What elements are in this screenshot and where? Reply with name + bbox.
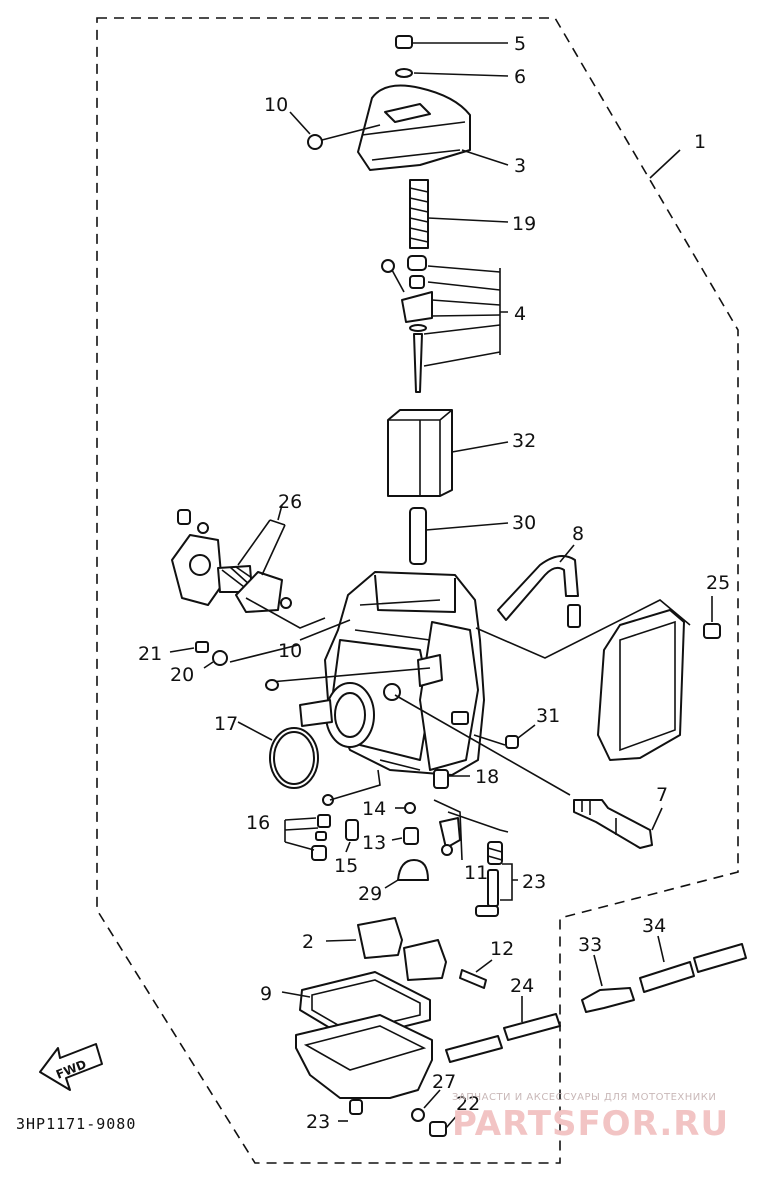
label-18: 18 [475,766,499,788]
label-19: 19 [512,213,536,235]
label-34: 34 [642,915,666,937]
label-22: 22 [456,1093,480,1115]
washer-10-mid [265,679,279,691]
needle-jet-30 [409,507,509,565]
label-26: 26 [278,491,302,513]
vent-pipe-8 [497,544,581,628]
jet-14 [395,802,416,814]
drawing-code: 3HP1171-9080 [16,1115,137,1133]
valve-11 [433,799,509,861]
jet-18 [433,769,470,789]
watermark-tagline: ЗАПЧАСТИ И АКСЕССУАРЫ ДЛЯ МОТОТЕХНИКИ [452,1092,717,1103]
label-17: 17 [214,713,238,735]
jet-13 [391,827,419,845]
screw-22 [429,1111,461,1137]
label-27: 27 [432,1071,456,1093]
label-25: 25 [706,572,730,594]
plug-10-top [289,111,381,150]
label-24: 24 [510,975,534,997]
jet-15 [345,819,359,853]
label-10-mid: 10 [278,640,302,662]
label-5: 5 [514,33,526,55]
label-4: 4 [514,303,526,325]
cover-assy [597,596,721,761]
label-30: 30 [512,512,536,534]
label-23-bottom: 23 [306,1111,330,1133]
washer-6 [395,68,509,78]
starter-plunger-26 [171,504,292,613]
float-2 [325,917,447,981]
slide-32 [387,409,509,497]
label-12: 12 [490,938,514,960]
label-8: 8 [572,523,584,545]
carburetor-body-1 [229,571,691,796]
float-chamber [295,1014,433,1122]
label-11: 11 [464,862,488,884]
label-29: 29 [358,883,382,905]
washer-27 [423,1089,441,1109]
screw-23-top [475,841,518,917]
label-33: 33 [578,934,602,956]
spring-19 [409,179,509,249]
assembly-boundary [96,17,739,1164]
label-2: 2 [302,931,314,953]
o-ring-17 [237,721,319,789]
label-14: 14 [362,798,386,820]
label-15: 15 [334,855,358,877]
hose-24 [445,996,561,1063]
label-9: 9 [260,983,272,1005]
screw-5 [395,35,508,49]
label-10-top: 10 [264,94,288,116]
spring-20 [203,650,228,669]
label-1: 1 [694,131,706,153]
label-3: 3 [514,155,526,177]
label-21: 21 [138,643,162,665]
fitting-33 [581,954,635,1013]
cover-3 [357,84,509,171]
screw-21 [169,641,209,653]
label-20: 20 [170,664,194,686]
watermark-logo: PARTSFOR.RU [452,1104,730,1144]
needle-set-4 [381,255,508,393]
screw-31 [505,724,536,749]
pin-12 [459,959,493,989]
label-32: 32 [512,430,536,452]
hose-34 [639,935,747,993]
label-7: 7 [656,784,668,806]
sensor-7 [573,799,663,849]
label-23-top: 23 [522,871,546,893]
label-13: 13 [362,832,386,854]
label-16: 16 [246,812,270,834]
label-31: 31 [536,705,560,727]
float-29 [384,859,429,889]
label-6: 6 [514,66,526,88]
jet-group-16 [284,769,381,861]
fwd-arrow-icon [39,1043,103,1091]
